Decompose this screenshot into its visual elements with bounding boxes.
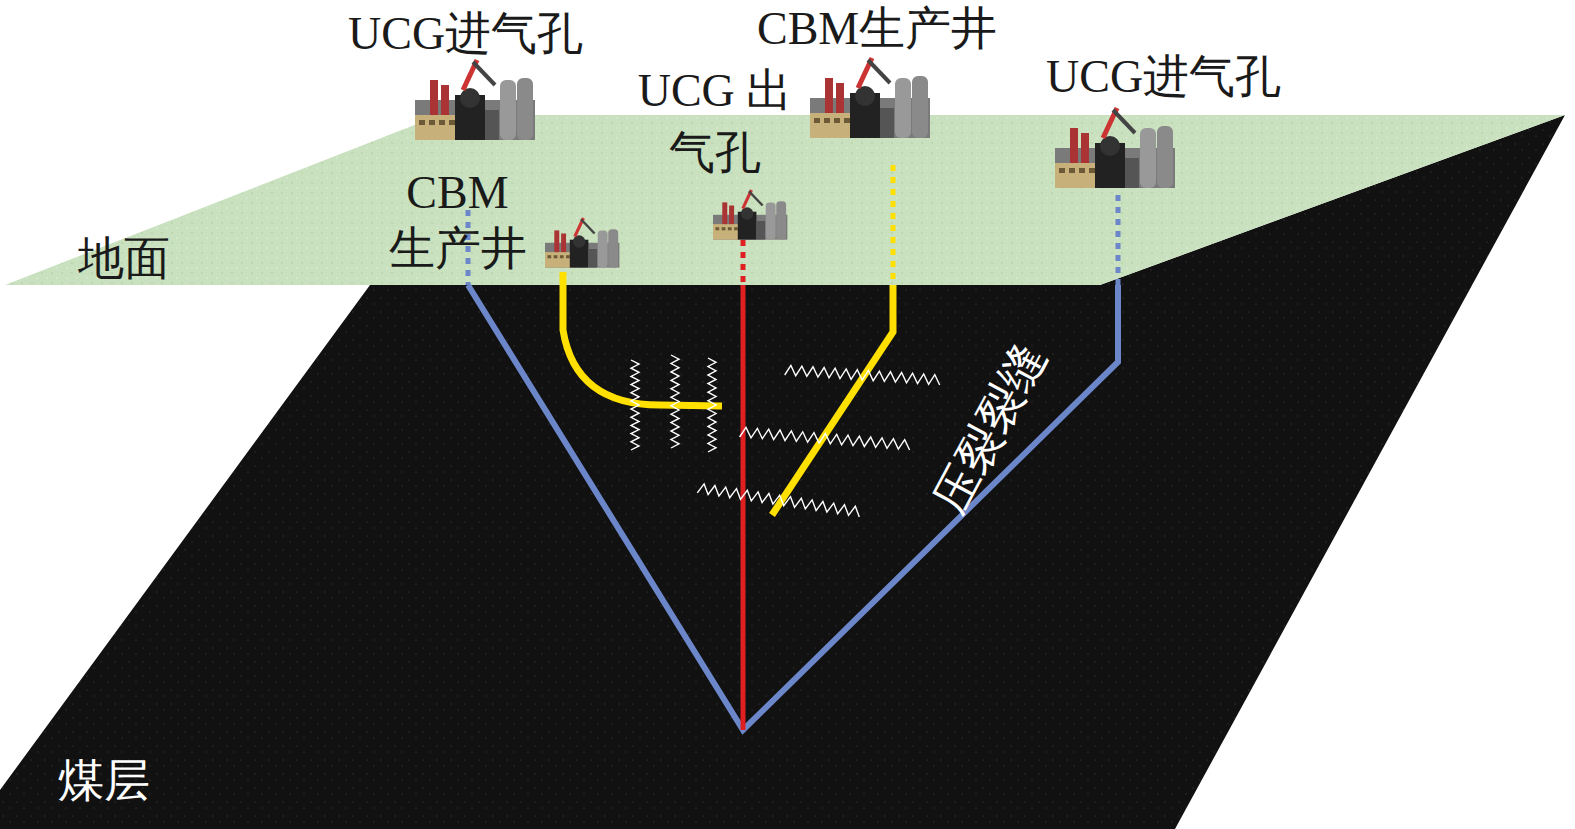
- fracture-line: [708, 358, 716, 452]
- text-label: UCG进气孔: [348, 5, 638, 63]
- text-label: 地面: [78, 230, 198, 288]
- text-label: CBM生产井: [757, 0, 1047, 58]
- fracture-line: [631, 360, 639, 450]
- fracture-line: [740, 427, 910, 450]
- text-label: UCG进气孔: [1046, 48, 1336, 106]
- fracture-line: [671, 355, 679, 448]
- text-label: 煤层: [58, 752, 178, 810]
- fracture-line: [697, 484, 859, 517]
- fracture-line: [785, 365, 940, 385]
- text-label: CBM 生产井: [380, 165, 535, 277]
- text-label: UCG 出气孔: [630, 60, 800, 184]
